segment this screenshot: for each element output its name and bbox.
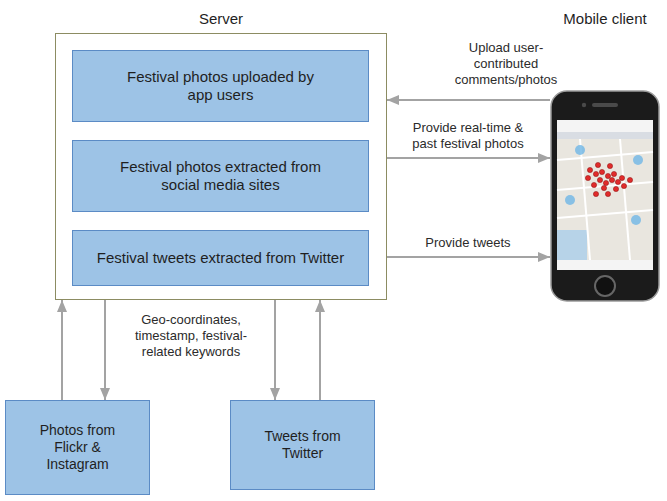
photo-marker <box>601 185 606 190</box>
node-heading: Server <box>56 10 386 27</box>
screen-tabs <box>557 132 653 139</box>
photo-marker <box>591 182 596 187</box>
store-box: Festival tweets extracted from Twitter <box>72 230 369 286</box>
map-water <box>557 230 587 260</box>
photo-marker <box>603 180 608 185</box>
data-flow-arrow <box>387 157 550 159</box>
data-flow-arrow <box>61 300 63 400</box>
photo-marker <box>587 167 592 172</box>
phone-illustration <box>550 90 660 302</box>
photo-marker <box>609 177 614 182</box>
photo-marker <box>593 171 598 176</box>
photo-marker <box>607 163 612 168</box>
query-parameters-label: Geo-coordinates, timestamp, festival-rel… <box>116 312 266 360</box>
photo-marker <box>597 177 602 182</box>
store-box: Festival photos uploaded by app users <box>72 50 369 122</box>
photo-marker <box>611 171 616 176</box>
map-road <box>580 139 590 260</box>
edge-label: Upload user-contributed comments/photos <box>444 40 568 88</box>
photo-marker <box>619 175 624 180</box>
photo-marker <box>599 169 604 174</box>
source-box: Photos from Flickr & Instagram <box>5 400 150 495</box>
box-label: Festival photos extracted from social me… <box>113 158 328 194</box>
photo-marker <box>593 191 598 196</box>
source-box: Tweets from Twitter <box>230 400 375 490</box>
edge-label: Provide tweets <box>408 235 528 251</box>
server-frame: ServerFestival photos uploaded by app us… <box>55 33 387 300</box>
box-label: Tweets from Twitter <box>251 428 355 462</box>
data-flow-arrow <box>104 300 106 400</box>
cluster-marker <box>565 195 575 205</box>
phone-speaker <box>592 103 618 107</box>
node-heading: Mobile client <box>550 10 660 27</box>
store-box: Festival photos extracted from social me… <box>72 140 369 212</box>
photo-marker <box>605 191 610 196</box>
phone-body <box>551 91 659 301</box>
cluster-marker <box>631 215 641 225</box>
photo-marker <box>627 177 632 182</box>
data-flow-arrow <box>387 256 550 258</box>
screen-toolbar <box>557 260 653 270</box>
edge-label: Provide real-time & past festival photos <box>404 120 532 152</box>
photo-marker <box>605 173 610 178</box>
phone-screen <box>557 120 653 270</box>
home-button <box>595 276 615 296</box>
photo-marker <box>585 175 590 180</box>
data-flow-arrow <box>274 300 276 400</box>
cluster-marker <box>575 145 585 155</box>
map-road <box>620 139 630 260</box>
photo-marker <box>615 179 620 184</box>
phone-camera <box>582 103 586 107</box>
photo-marker <box>621 183 626 188</box>
screen-header <box>557 120 653 132</box>
photo-marker <box>613 186 618 191</box>
data-flow-arrow <box>319 300 321 400</box>
box-label: Festival tweets extracted from Twitter <box>97 249 344 267</box>
cluster-marker <box>633 155 643 165</box>
data-flow-arrow <box>387 99 550 101</box>
mobile-phone: Mobile client <box>550 90 660 302</box>
photo-marker <box>595 162 600 167</box>
box-label: Festival photos uploaded by app users <box>121 68 321 104</box>
box-label: Photos from Flickr & Instagram <box>26 422 130 472</box>
